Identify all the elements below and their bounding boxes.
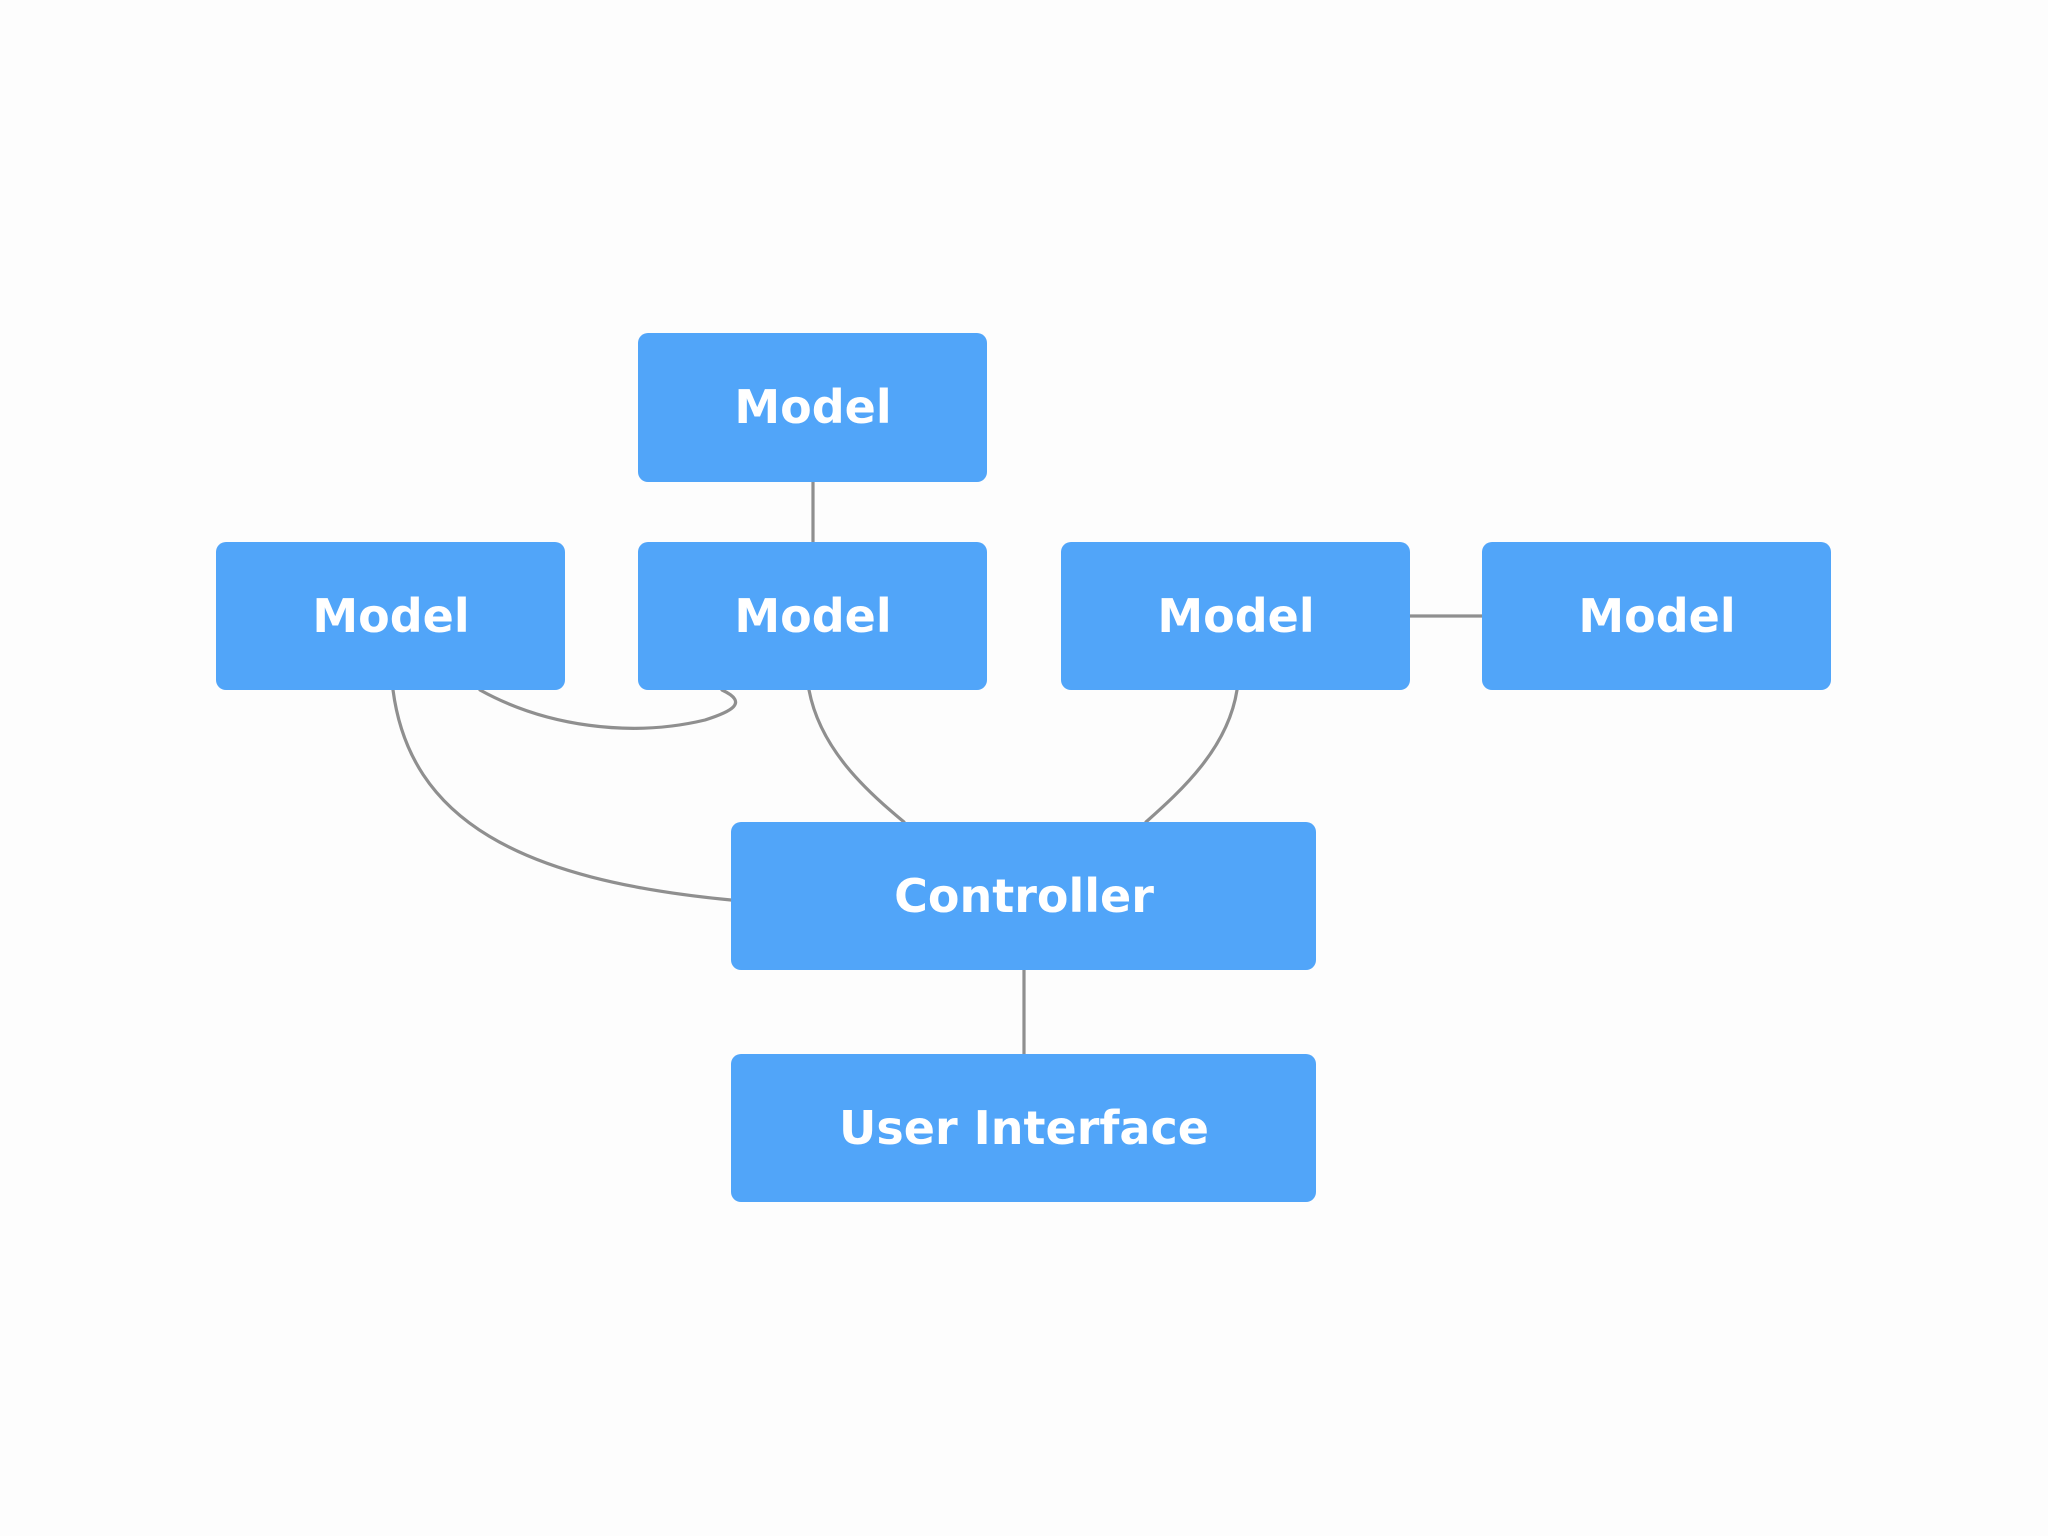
- edge-model-right-to-controller: [1144, 688, 1239, 824]
- node-model-right-box: [1061, 542, 1410, 690]
- edge-model-left-to-controller: [391, 688, 733, 902]
- node-model-right: Model: [1061, 542, 1410, 690]
- node-model-left: Model: [216, 542, 565, 690]
- node-model-left-label: Model: [312, 589, 469, 643]
- node-user-interface-label: User Interface: [839, 1101, 1209, 1155]
- node-model-far-right-label: Model: [1578, 589, 1735, 643]
- node-model-center: Model: [638, 542, 987, 690]
- node-user-interface: User Interface: [731, 1054, 1316, 1202]
- node-user-interface-box: [731, 1054, 1316, 1202]
- node-model-center-label: Model: [734, 589, 891, 643]
- node-model-far-right-box: [1482, 542, 1831, 690]
- node-model-far-right: Model: [1482, 542, 1831, 690]
- node-model-left-box: [216, 542, 565, 690]
- node-controller-box: [731, 822, 1316, 970]
- node-model-right-label: Model: [1157, 589, 1314, 643]
- node-model-top-box: [638, 333, 987, 482]
- node-controller-label: Controller: [894, 869, 1154, 923]
- node-model-top: Model: [638, 333, 987, 482]
- node-controller: Controller: [731, 822, 1316, 970]
- edge-model-center-to-controller: [807, 688, 906, 824]
- edge-model-left-to-model-center: [478, 688, 738, 730]
- node-model-top-label: Model: [734, 380, 891, 434]
- node-model-center-box: [638, 542, 987, 690]
